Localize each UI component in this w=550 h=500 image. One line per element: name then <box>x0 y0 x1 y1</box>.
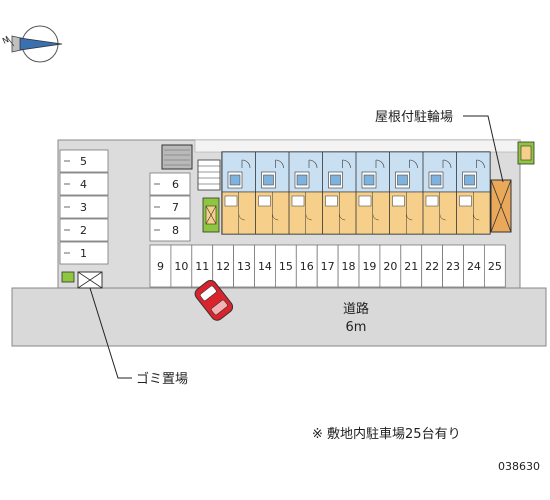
svg-text:N: N <box>1 35 10 46</box>
apartment-unit <box>221 152 251 234</box>
slot-number: 21 <box>404 260 418 273</box>
slot-number: 20 <box>383 260 397 273</box>
apartment-building <box>221 151 491 235</box>
bike-parking-label: 屋根付駐輪場 <box>375 109 453 125</box>
slot-number: 8 <box>172 224 179 237</box>
slot-number: 4 <box>80 178 87 191</box>
left-parking-column: 5 4 3 2 1 <box>59 149 109 265</box>
slot-number: 16 <box>300 260 314 273</box>
apartment-unit <box>456 152 485 234</box>
parking-slot-23: 23 <box>442 244 464 288</box>
car-icon <box>194 279 234 321</box>
parking-slot-10: 10 <box>170 244 193 288</box>
parking-note: ※ 敷地内駐車場25台有り <box>312 426 461 442</box>
parking-slot-3: 3 <box>59 195 109 219</box>
compass-icon: N <box>1 25 63 63</box>
apartment-unit <box>355 152 385 234</box>
map-id: 038630 <box>498 460 540 473</box>
slot-number: 3 <box>80 201 87 214</box>
bike-parking-roof <box>490 179 512 233</box>
apartment-unit <box>255 152 284 234</box>
apartment-unit <box>422 152 452 234</box>
slot-number: 6 <box>172 178 179 191</box>
parking-slot-1: 1 <box>59 241 109 265</box>
slot-number: 25 <box>488 260 502 273</box>
parking-slot-15: 15 <box>274 244 297 288</box>
parking-slot-8: 8 <box>149 218 191 242</box>
parking-slot-12: 12 <box>212 244 234 288</box>
slot-number: 10 <box>174 260 188 273</box>
road-width: 6m <box>346 320 367 335</box>
parking-slot-21: 21 <box>400 244 423 288</box>
parking-slot-16: 16 <box>295 244 318 288</box>
slot-number: 7 <box>172 201 179 214</box>
apartment-unit <box>389 152 418 234</box>
apartment-unit <box>288 152 318 234</box>
slot-number: 9 <box>157 260 164 273</box>
slot-number: 14 <box>258 260 272 273</box>
road <box>11 287 547 347</box>
parking-slot-25: 25 <box>483 244 506 288</box>
parking-slot-6: 6 <box>149 172 191 196</box>
slot-number: 19 <box>362 260 376 273</box>
bottom-parking-row: 9 10 11 12 13 14 15 16 17 18 19 20 21 22 23 24 25 <box>149 244 506 288</box>
utility-box <box>202 197 220 233</box>
parking-slot-18: 18 <box>337 244 360 288</box>
slot-number: 1 <box>80 247 87 260</box>
middle-parking-column: 6 7 8 <box>149 172 191 242</box>
slot-number: 11 <box>195 260 209 273</box>
entrance-hatch <box>164 149 190 166</box>
stairs <box>197 159 221 191</box>
garbage-leader <box>89 287 132 379</box>
site-back-strip <box>194 139 521 153</box>
parking-slot-13: 13 <box>233 244 255 288</box>
apartment-unit <box>322 152 351 234</box>
parking-slot-20: 20 <box>379 244 402 288</box>
bike-parking-leader <box>463 115 504 183</box>
slot-number: 2 <box>80 224 87 237</box>
slot-number: 24 <box>467 260 481 273</box>
parking-slot-17: 17 <box>316 244 339 288</box>
parking-slot-7: 7 <box>149 195 191 219</box>
slot-number: 17 <box>321 260 335 273</box>
green-box-top-right <box>517 141 535 165</box>
entrance-block <box>161 144 193 170</box>
slot-number: 12 <box>216 260 230 273</box>
parking-slot-2: 2 <box>59 218 109 242</box>
slot-number: 23 <box>446 260 460 273</box>
parking-slot-19: 19 <box>358 244 381 288</box>
slot-number: 13 <box>237 260 251 273</box>
parking-slot-4: 4 <box>59 172 109 196</box>
parking-slot-22: 22 <box>421 244 444 288</box>
parking-slot-5: 5 <box>59 149 109 173</box>
parking-slot-11: 11 <box>191 244 214 288</box>
slot-number: 22 <box>425 260 439 273</box>
parking-slot-14: 14 <box>254 244 276 288</box>
slot-number: 18 <box>342 260 356 273</box>
road-name: 道路 <box>343 301 369 317</box>
slot-number: 15 <box>279 260 293 273</box>
parking-slot-24: 24 <box>463 244 485 288</box>
slot-number: 5 <box>80 155 87 168</box>
garbage-label: ゴミ置場 <box>136 371 188 387</box>
parking-slot-9: 9 <box>149 244 172 288</box>
